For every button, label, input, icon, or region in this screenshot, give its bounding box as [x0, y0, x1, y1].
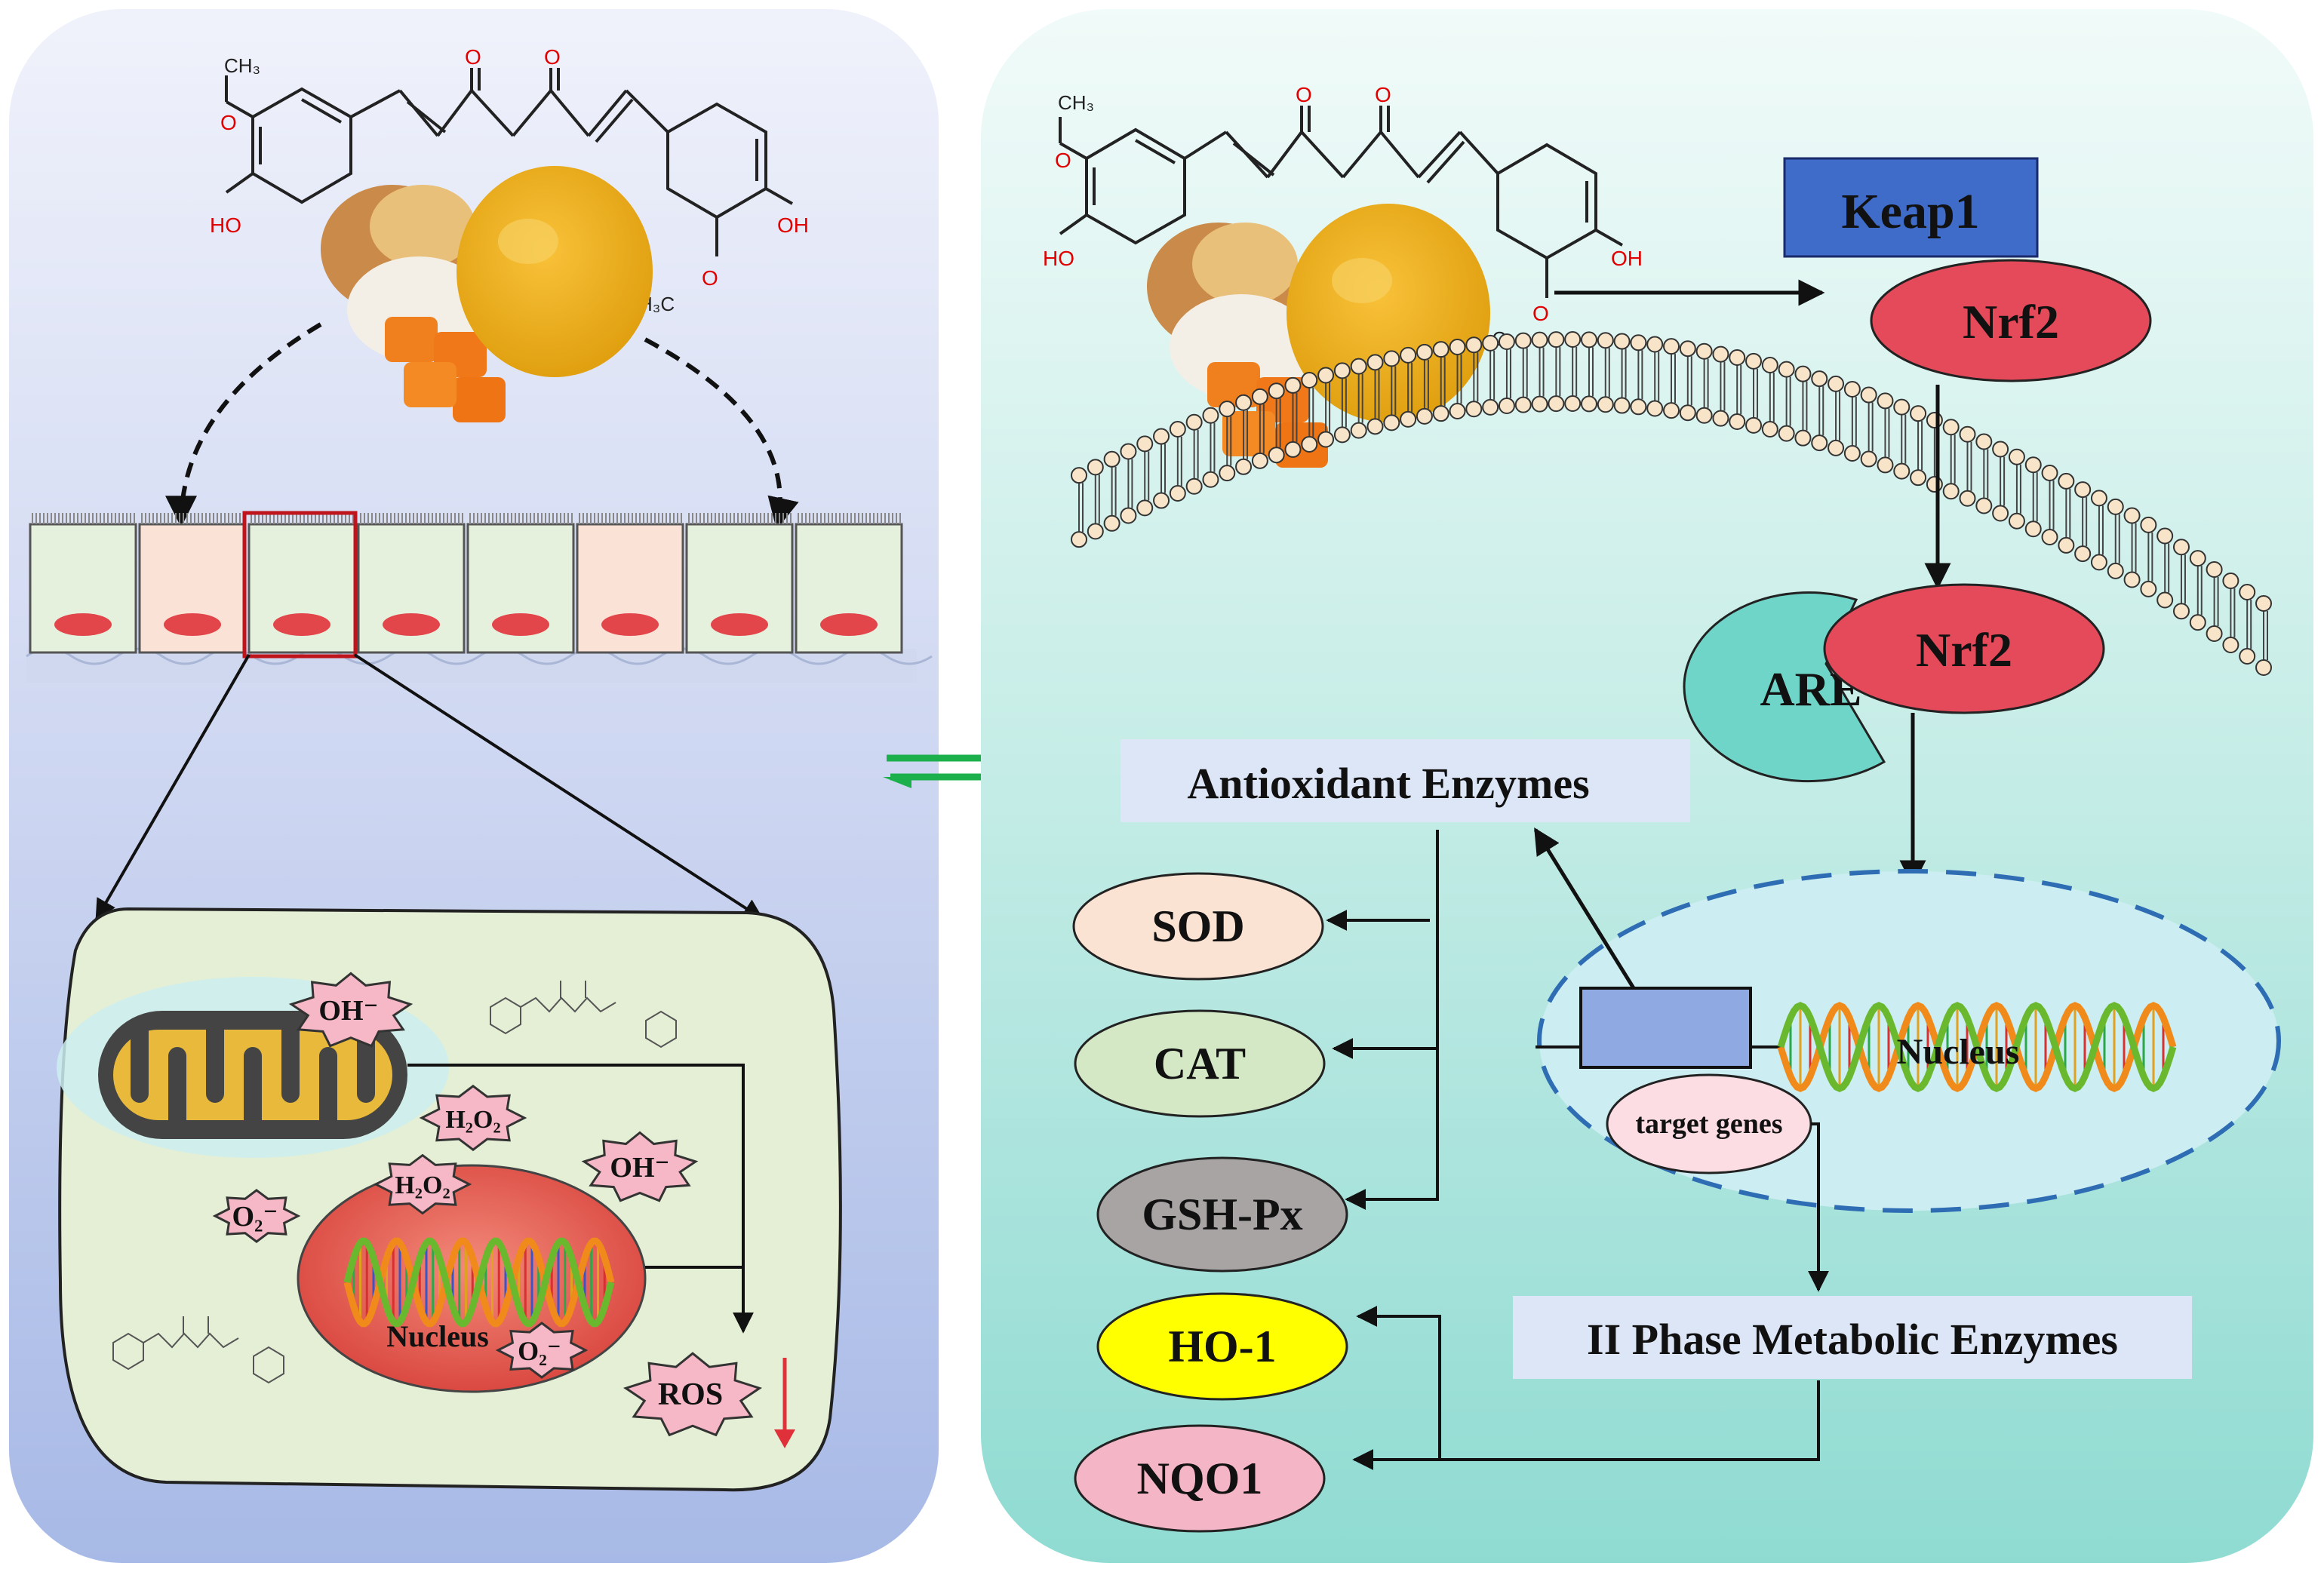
antioxidant-enzymes-box	[1120, 739, 1690, 822]
o-label-right-2: O	[1296, 83, 1312, 106]
mito-to-ros-arrow	[407, 1064, 754, 1334]
curcumin-structure-right	[1059, 106, 1623, 298]
gene-box	[1579, 987, 1752, 1069]
dashed-arrow-right	[644, 337, 799, 530]
radical-star	[622, 1352, 763, 1437]
epithelial-cell	[138, 513, 247, 654]
cell-membrane	[1071, 331, 2272, 676]
gene-to-antioxidant-arrow	[1533, 827, 1636, 990]
curcumin-structure-left	[225, 68, 793, 256]
mini-curcumin-top	[490, 981, 677, 1049]
dna-helix-right	[1777, 1002, 2177, 1092]
o-label-left-1: O	[220, 111, 237, 134]
epithelial-cell	[795, 513, 903, 654]
o-label-left-3: O	[544, 45, 561, 69]
enzyme-nqo1: NQO1	[1074, 1424, 1326, 1533]
epithelial-cell	[685, 513, 794, 654]
zoom-arrow-right	[353, 653, 764, 920]
epithelial-cell	[466, 513, 575, 654]
radical-h2o2-2: H₂O₂	[395, 1171, 450, 1199]
enzyme-label: HO-1	[1168, 1322, 1276, 1371]
epithelial-cell	[247, 513, 356, 654]
o-label-left-4: O	[702, 266, 718, 290]
antioxidant-trunk	[1345, 830, 1439, 1210]
keap1-label: Keap1	[1841, 184, 1979, 239]
nrf2-top-label: Nrf2	[1963, 295, 2059, 348]
ho-label-right: HO	[1043, 247, 1074, 270]
radical-o2-2: O₂⁻	[518, 1336, 561, 1366]
ho-label-left: HO	[210, 213, 241, 237]
radical-o2-1: O₂⁻	[232, 1201, 278, 1233]
o-label-right-3: O	[1375, 83, 1391, 106]
ch3-label-right: CH₃	[1058, 91, 1094, 114]
arrow-to-ho1	[1356, 1306, 1441, 1460]
antioxidant-enzymes-label: Antioxidant Enzymes	[1187, 759, 1589, 808]
o-label-left-2: O	[465, 45, 481, 69]
radical-star	[373, 1153, 472, 1215]
epithelial-cell	[576, 513, 684, 654]
oh-label-right: OH	[1611, 247, 1643, 270]
epithelial-cells	[29, 513, 903, 654]
oh-label-left: OH	[777, 213, 809, 237]
enzyme-label: GSH-Px	[1142, 1190, 1302, 1239]
enzyme-label: SOD	[1151, 901, 1244, 951]
enzyme-label: NQO1	[1137, 1454, 1263, 1503]
nrf2-mid	[1823, 583, 2105, 714]
highlight-cell-box	[242, 511, 358, 659]
radical-star	[288, 972, 413, 1048]
phase2-label: II Phase Metabolic Enzymes	[1587, 1315, 2118, 1364]
radical-star	[419, 1084, 527, 1152]
o-label-right-1: O	[1055, 149, 1071, 172]
radical-oh-1: OH⁻	[318, 995, 378, 1027]
radical-star	[581, 1131, 699, 1202]
ros-label: ROS	[658, 1377, 723, 1412]
o-label-right-4: O	[1532, 302, 1549, 325]
turmeric-illustration-left	[321, 166, 653, 422]
nrf2-mid-label: Nrf2	[1916, 623, 2012, 677]
enzyme-cat: CAT	[1074, 1009, 1326, 1118]
enzyme-ho-1: HO-1	[1096, 1292, 1348, 1401]
nucleus-label-right: Nucleus	[1897, 1032, 2020, 1072]
dna-helix-left	[343, 1237, 615, 1328]
target-to-phase2-arrow	[1808, 1122, 1829, 1292]
enzyme-label: CAT	[1154, 1039, 1246, 1088]
radical-stars	[212, 972, 763, 1437]
radical-star	[495, 1322, 589, 1379]
radical-oh-2: OH⁻	[610, 1152, 669, 1184]
dashed-arrow-left	[165, 322, 322, 528]
nrf2-top	[1870, 259, 2152, 382]
phase2-box	[1513, 1296, 2192, 1379]
keap1-box	[1783, 157, 2039, 258]
enzyme-sod: SOD	[1072, 872, 1324, 981]
target-genes-label: target genes	[1635, 1108, 1782, 1140]
ros-decrease-arrowhead	[774, 1429, 795, 1448]
epithelial-cell	[357, 513, 466, 654]
radical-h2o2-1: H₂O₂	[445, 1106, 500, 1134]
ch3-label-left: CH₃	[224, 54, 260, 77]
epithelial-cell	[29, 513, 137, 654]
epithelial-layer	[26, 647, 933, 683]
radical-star	[212, 1189, 301, 1243]
mini-curcumin-bottom	[112, 1316, 284, 1384]
zoom-arrow-left	[95, 654, 251, 921]
mitochondrion	[57, 977, 449, 1158]
phase2-trunk	[1352, 1380, 1820, 1470]
enzyme-gsh-px: GSH-Px	[1096, 1156, 1348, 1273]
nucleus-label-left: Nucleus	[386, 1319, 489, 1353]
